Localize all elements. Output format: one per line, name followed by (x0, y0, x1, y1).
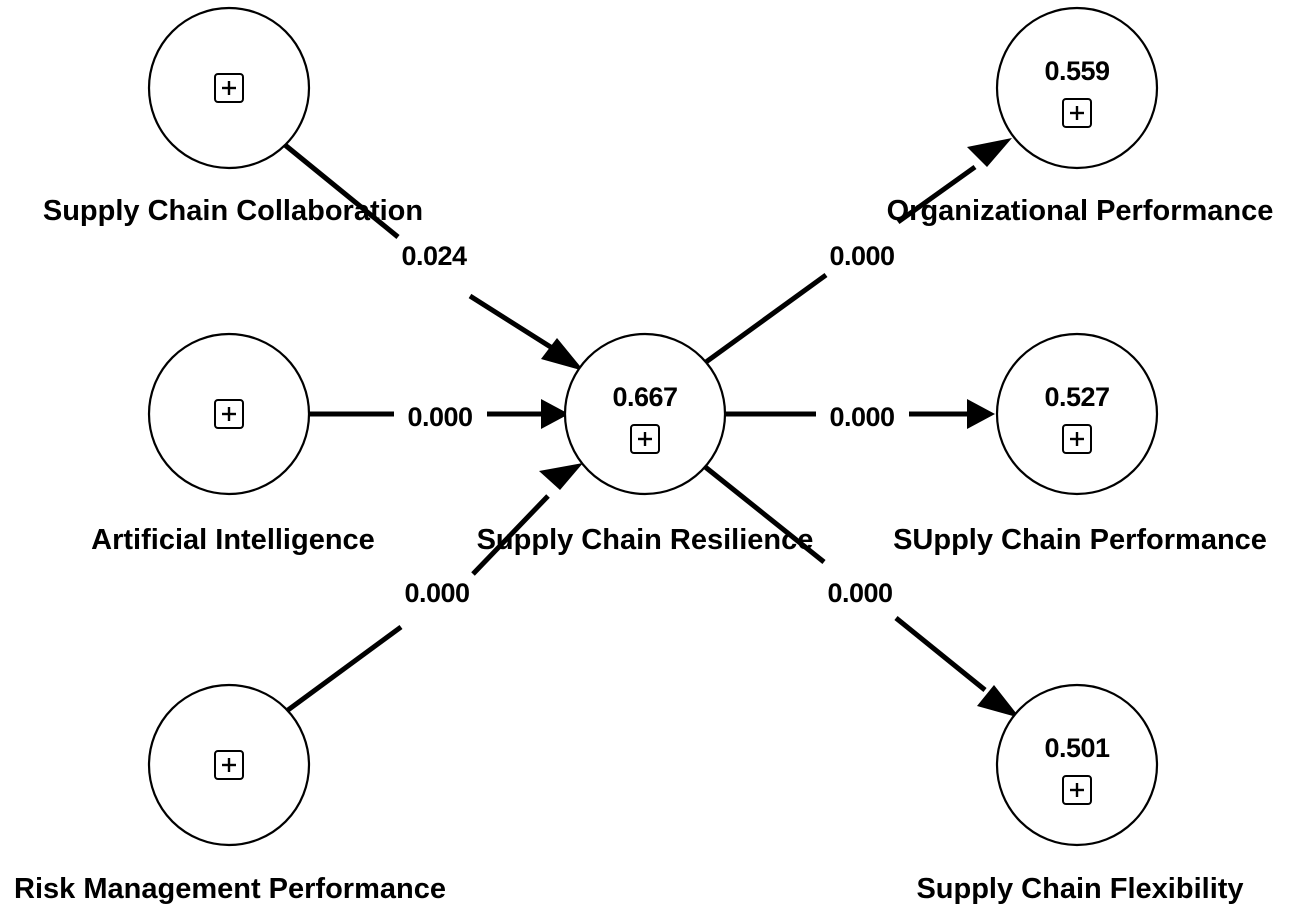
plus-box-icon[interactable] (1062, 424, 1092, 454)
edge-scr-to-scp[interactable] (726, 399, 995, 429)
arrowhead (967, 399, 995, 429)
node-value-supply-chain-resilience: 0.667 (612, 382, 677, 412)
node-caption-supply-chain-collaboration: Supply Chain Collaboration (43, 195, 423, 227)
arrowhead (539, 463, 583, 490)
node-caption-risk-management-performance: Risk Management Performance (14, 873, 446, 905)
node-supply-chain-performance[interactable]: 0.527 (995, 332, 1159, 496)
plus-box-icon[interactable] (1062, 98, 1092, 128)
arrowhead (977, 685, 1020, 718)
plus-box-icon[interactable] (214, 750, 244, 780)
node-supply-chain-flexibility[interactable]: 0.501 (995, 683, 1159, 847)
plus-box-icon[interactable] (214, 399, 244, 429)
node-value-organizational-performance: 0.559 (1044, 56, 1110, 86)
node-circle[interactable] (995, 683, 1159, 847)
node-artificial-intelligence[interactable] (147, 332, 311, 496)
arrowhead (541, 338, 584, 371)
edge-rmp-to-scr[interactable] (286, 463, 583, 713)
node-caption-supply-chain-performance: SUpply Chain Performance (893, 524, 1267, 556)
node-value-supply-chain-performance: 0.527 (1044, 382, 1109, 412)
plus-box-icon[interactable] (1062, 775, 1092, 805)
edge-ai-to-scr[interactable] (310, 399, 569, 429)
node-caption-supply-chain-resilience: Supply Chain Resilience (477, 524, 814, 556)
node-supply-chain-resilience[interactable]: 0.667 (563, 332, 727, 496)
edge-label-scc-to-scr: 0.024 (401, 241, 467, 271)
node-organizational-performance[interactable]: 0.559 (995, 6, 1159, 170)
edge-label-scr-to-scf: 0.000 (827, 578, 892, 608)
node-caption-organizational-performance: Organizational Performance (887, 195, 1274, 227)
node-circle[interactable] (563, 332, 727, 496)
edge-label-scr-to-scp: 0.000 (829, 402, 894, 432)
node-value-supply-chain-flexibility: 0.501 (1044, 733, 1110, 763)
node-caption-artificial-intelligence: Artificial Intelligence (91, 524, 375, 556)
plus-box-icon[interactable] (214, 73, 244, 103)
edge-scr-to-op[interactable] (704, 138, 1012, 365)
node-supply-chain-collaboration[interactable] (147, 6, 311, 170)
node-circle[interactable] (995, 332, 1159, 496)
plus-box-icon[interactable] (630, 424, 660, 454)
edge-scr-to-scf[interactable] (702, 464, 1020, 718)
node-circle[interactable] (995, 6, 1159, 170)
edge-scc-to-scr[interactable] (283, 143, 584, 371)
edge-label-rmp-to-scr: 0.000 (404, 578, 469, 608)
node-caption-supply-chain-flexibility: Supply Chain Flexibility (916, 873, 1243, 905)
arrowhead (967, 138, 1012, 167)
edge-label-ai-to-scr: 0.000 (407, 402, 472, 432)
arrowhead (541, 399, 569, 429)
node-risk-management-performance[interactable] (147, 683, 311, 847)
edge-label-scr-to-op: 0.000 (829, 241, 894, 271)
